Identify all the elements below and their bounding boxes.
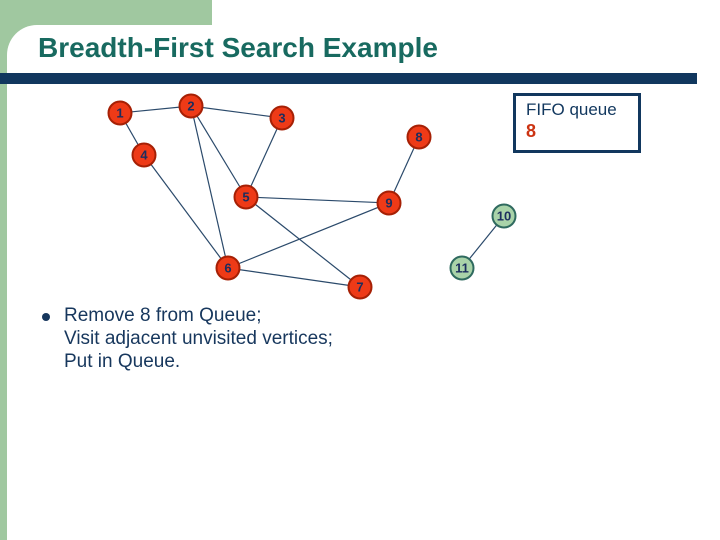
node-circle-5 <box>233 184 259 210</box>
node-6: 6 <box>215 255 241 281</box>
edge-6-9 <box>227 202 390 269</box>
fifo-queue-items: 8 <box>526 121 537 141</box>
bullet-line-3: Put in Queue. <box>64 351 181 372</box>
edge-5-7 <box>245 196 361 288</box>
node-circle-11 <box>449 255 475 281</box>
fifo-queue-label: FIFO queue <box>526 100 617 119</box>
node-7: 7 <box>347 274 373 300</box>
node-11: 11 <box>449 255 475 281</box>
node-label-11: 11 <box>455 261 469 276</box>
edge-2-3 <box>190 105 283 119</box>
node-2: 2 <box>178 93 204 119</box>
node-circle-3 <box>269 105 295 131</box>
fifo-queue-box: FIFO queue 8 <box>513 93 641 153</box>
node-4: 4 <box>131 142 157 168</box>
node-label-8: 8 <box>415 130 422 145</box>
node-circle-2 <box>178 93 204 119</box>
node-10: 10 <box>491 203 517 229</box>
node-8: 8 <box>406 124 432 150</box>
node-circle-9 <box>376 190 402 216</box>
node-circle-10 <box>491 203 517 229</box>
bullet-text: Remove 8 from Queue; Visit adjacent unvi… <box>64 304 333 373</box>
bullet-icon <box>42 313 50 321</box>
edge-2-6 <box>190 105 229 269</box>
node-label-10: 10 <box>497 209 511 224</box>
node-circle-7 <box>347 274 373 300</box>
bullet-block: Remove 8 from Queue; Visit adjacent unvi… <box>42 304 333 373</box>
node-5: 5 <box>233 184 259 210</box>
edge-6-7 <box>227 267 361 288</box>
node-circle-4 <box>131 142 157 168</box>
node-circle-1 <box>107 100 133 126</box>
node-label-6: 6 <box>224 261 231 276</box>
edge-3-5 <box>245 117 283 198</box>
node-1: 1 <box>107 100 133 126</box>
edge-5-9 <box>245 196 390 204</box>
bullet-line-1: Remove 8 from Queue; <box>64 305 262 326</box>
node-label-5: 5 <box>242 190 249 205</box>
node-label-2: 2 <box>187 99 194 114</box>
node-label-9: 9 <box>385 196 392 211</box>
node-circle-6 <box>215 255 241 281</box>
page-title: Breadth-First Search Example <box>38 32 438 63</box>
node-3: 3 <box>269 105 295 131</box>
edge-4-6 <box>143 154 229 269</box>
node-circle-8 <box>406 124 432 150</box>
edge-2-5 <box>190 105 247 198</box>
bullet-line-2: Visit adjacent unvisited vertices; <box>64 328 333 349</box>
title-underline-bar <box>0 73 697 84</box>
node-label-7: 7 <box>356 280 363 295</box>
node-label-4: 4 <box>140 148 148 163</box>
template-green-left-strip <box>0 0 7 540</box>
node-9: 9 <box>376 190 402 216</box>
node-label-1: 1 <box>116 106 123 121</box>
node-label-3: 3 <box>278 111 285 126</box>
